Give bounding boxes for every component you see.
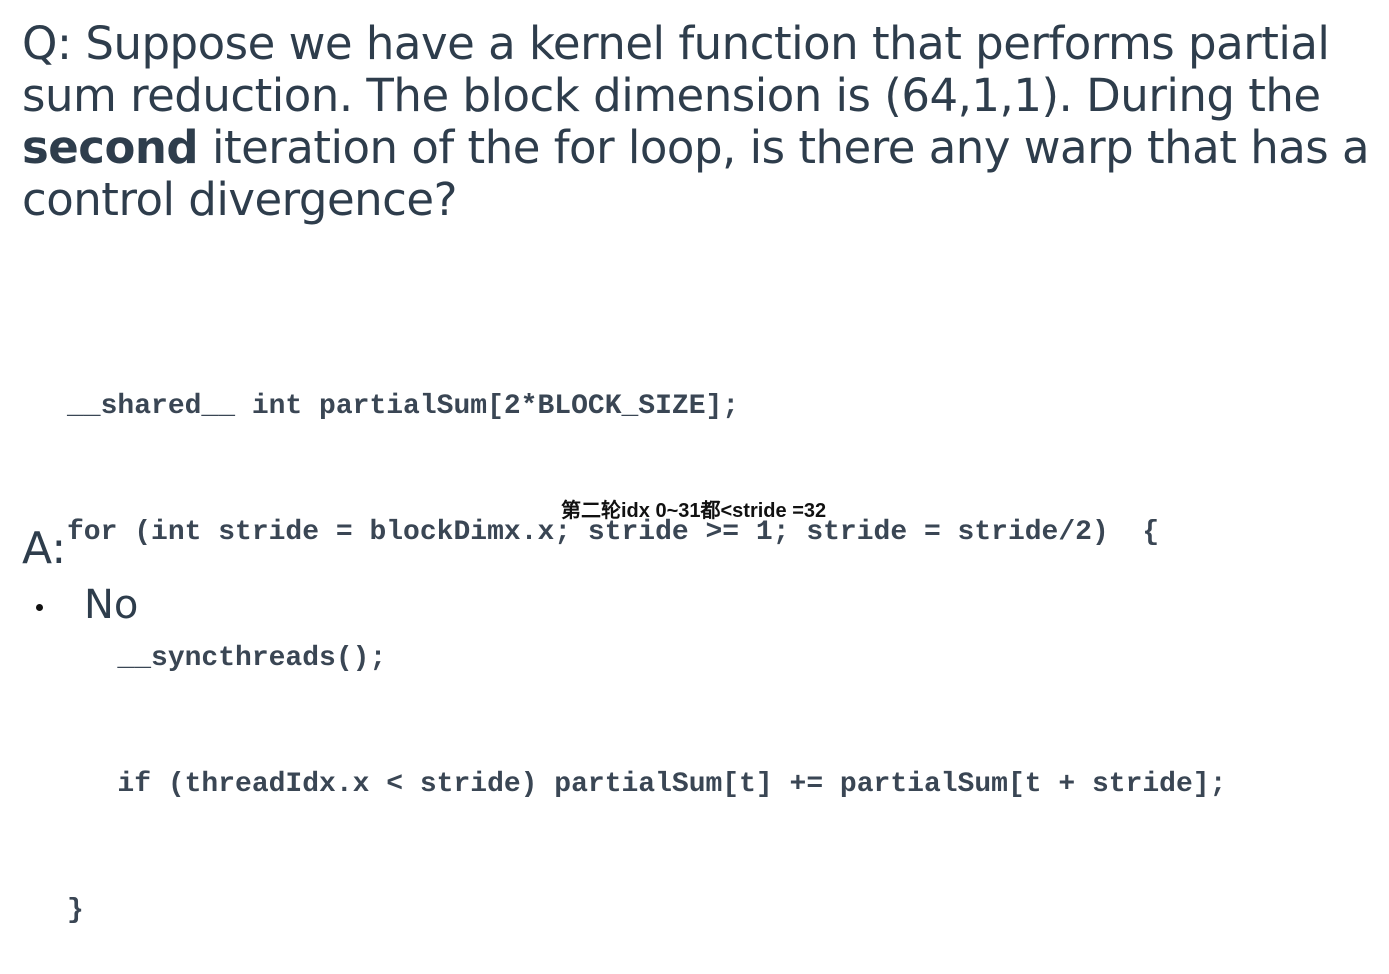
question-emphasis: second	[22, 121, 199, 174]
question-part2: iteration of the for loop, is there any …	[22, 121, 1370, 226]
code-line: __shared__ int partialSum[2*BLOCK_SIZE];	[67, 391, 740, 422]
code-block: __shared__ int partialSum[2*BLOCK_SIZE];…	[67, 302, 1226, 974]
handwritten-annotation: 第二轮idx 0~31都<stride =32	[561, 500, 827, 522]
code-line: for (int stride = blockDimx.x; stride >=…	[67, 517, 1160, 548]
code-line: if (threadIdx.x < stride) partialSum[t] …	[67, 769, 1227, 800]
question-text: Q: Suppose we have a kernel function tha…	[22, 18, 1382, 226]
code-line: __syncthreads();	[67, 643, 387, 674]
code-line: }	[67, 895, 84, 926]
bullet-icon	[36, 604, 43, 611]
question-part1: Q: Suppose we have a kernel function tha…	[22, 17, 1330, 122]
answer-item: No	[84, 582, 139, 628]
answer-label: A:	[22, 523, 67, 574]
